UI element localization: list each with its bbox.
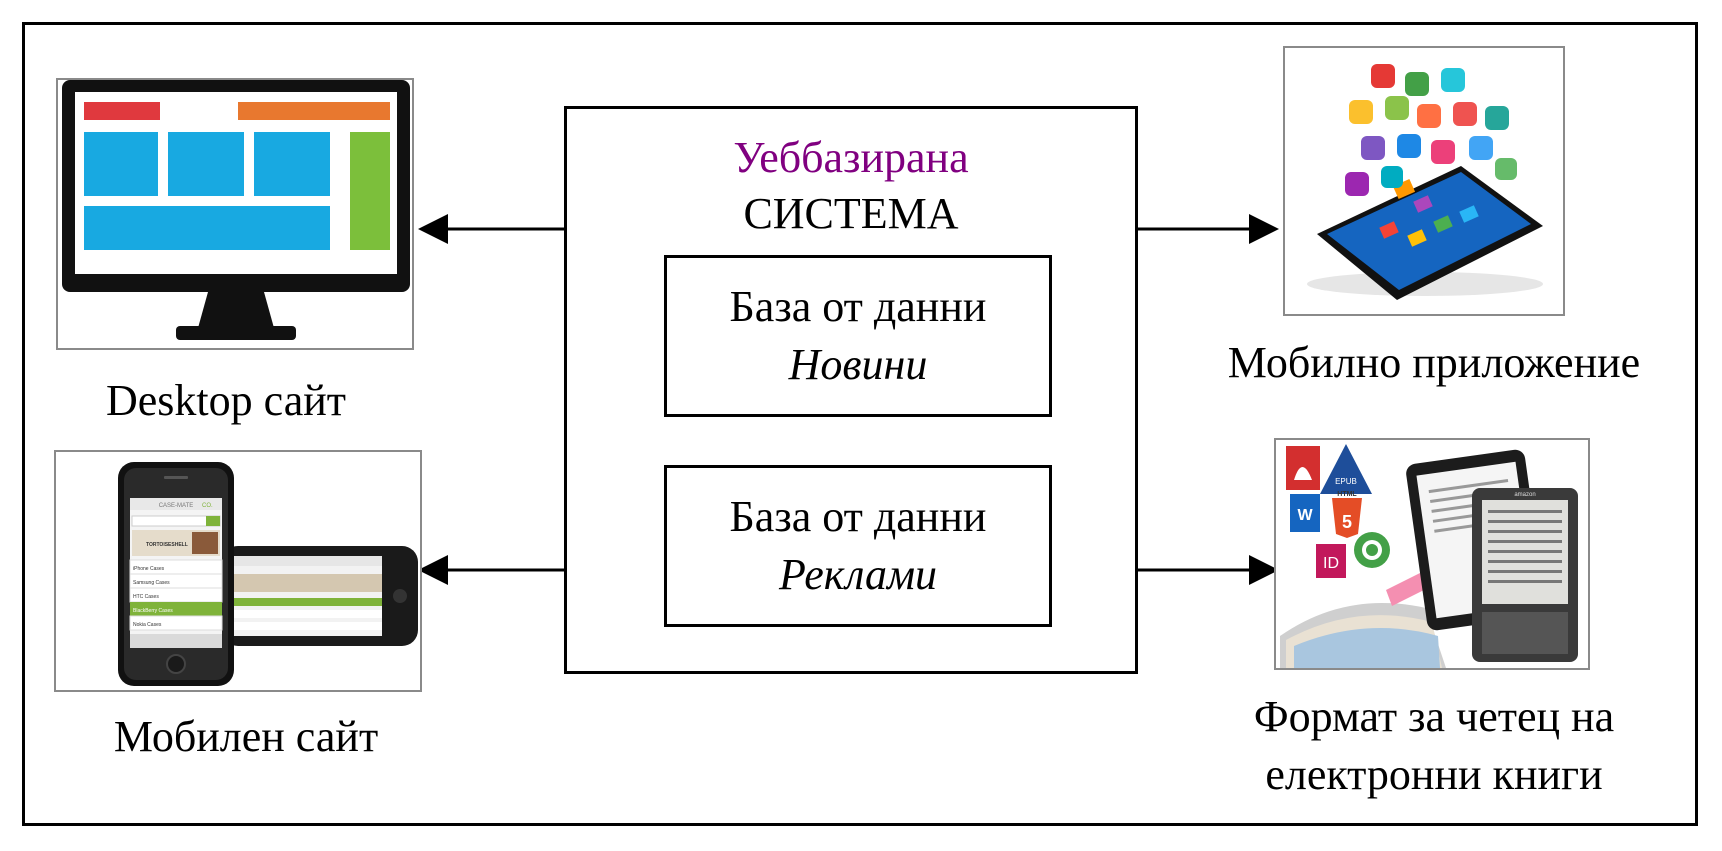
database-news-name: Новини (788, 340, 928, 389)
mobile-brand-suffix: CO. (202, 503, 213, 509)
mobile-site-label: Мобилен сайт (113, 712, 379, 761)
ereader-brand-text: amazon (1514, 492, 1535, 498)
diagram-frame (22, 22, 1698, 826)
ereader-word-text: W (1297, 507, 1313, 524)
mobile-app-image (1283, 46, 1565, 316)
system-subtitle: СИСТЕМА (743, 189, 959, 238)
ereader-label-line2: електронни книги (1265, 750, 1603, 799)
ereader-indesign-text: ID (1323, 555, 1339, 572)
database-news-label: База от данни (729, 282, 987, 331)
system-title: Уеббазирана (733, 133, 969, 182)
mobile-menu-item-5: Nokia Cases (133, 622, 162, 628)
mobile-menu-item-3: HTC Cases (133, 594, 159, 600)
ereader-html-text: HTML (1337, 491, 1357, 498)
mobile-banner-text: TORTOISESHELL (146, 542, 188, 548)
database-ads-name: Реклами (778, 550, 938, 599)
mobile-brand-text: CASE-MATE (159, 503, 194, 509)
ereader-html5-text: 5 (1342, 512, 1352, 532)
desktop-orange-block (238, 102, 390, 120)
mobile-site-image: CASE-MATE CO. TORTOISESHELL iPhone Cases… (54, 450, 422, 692)
mobile-app-label: Мобилно приложение (1227, 338, 1641, 387)
mobile-menu-item-2: Samsung Cases (133, 580, 170, 586)
system-box: Уеббазирана СИСТЕМА База от данни Новини… (564, 106, 1138, 674)
desktop-red-block (84, 102, 160, 120)
database-news-box: База от данни Новини (664, 255, 1052, 417)
ereader-image: amazon EPUB W HTML 5 ID (1274, 438, 1590, 670)
desktop-green-block (350, 132, 390, 250)
desktop-site-label: Desktop сайт (105, 376, 347, 425)
ereader-epub-text: EPUB (1335, 477, 1357, 486)
database-ads-label: База от данни (729, 492, 987, 541)
mobile-menu-item-4: BlackBerry Cases (133, 608, 173, 614)
ereader-label-line1: Формат за четец на (1253, 692, 1615, 741)
database-ads-box: База от данни Реклами (664, 465, 1052, 627)
desktop-site-image (56, 78, 414, 350)
mobile-menu-item-1: iPhone Cases (133, 566, 165, 572)
